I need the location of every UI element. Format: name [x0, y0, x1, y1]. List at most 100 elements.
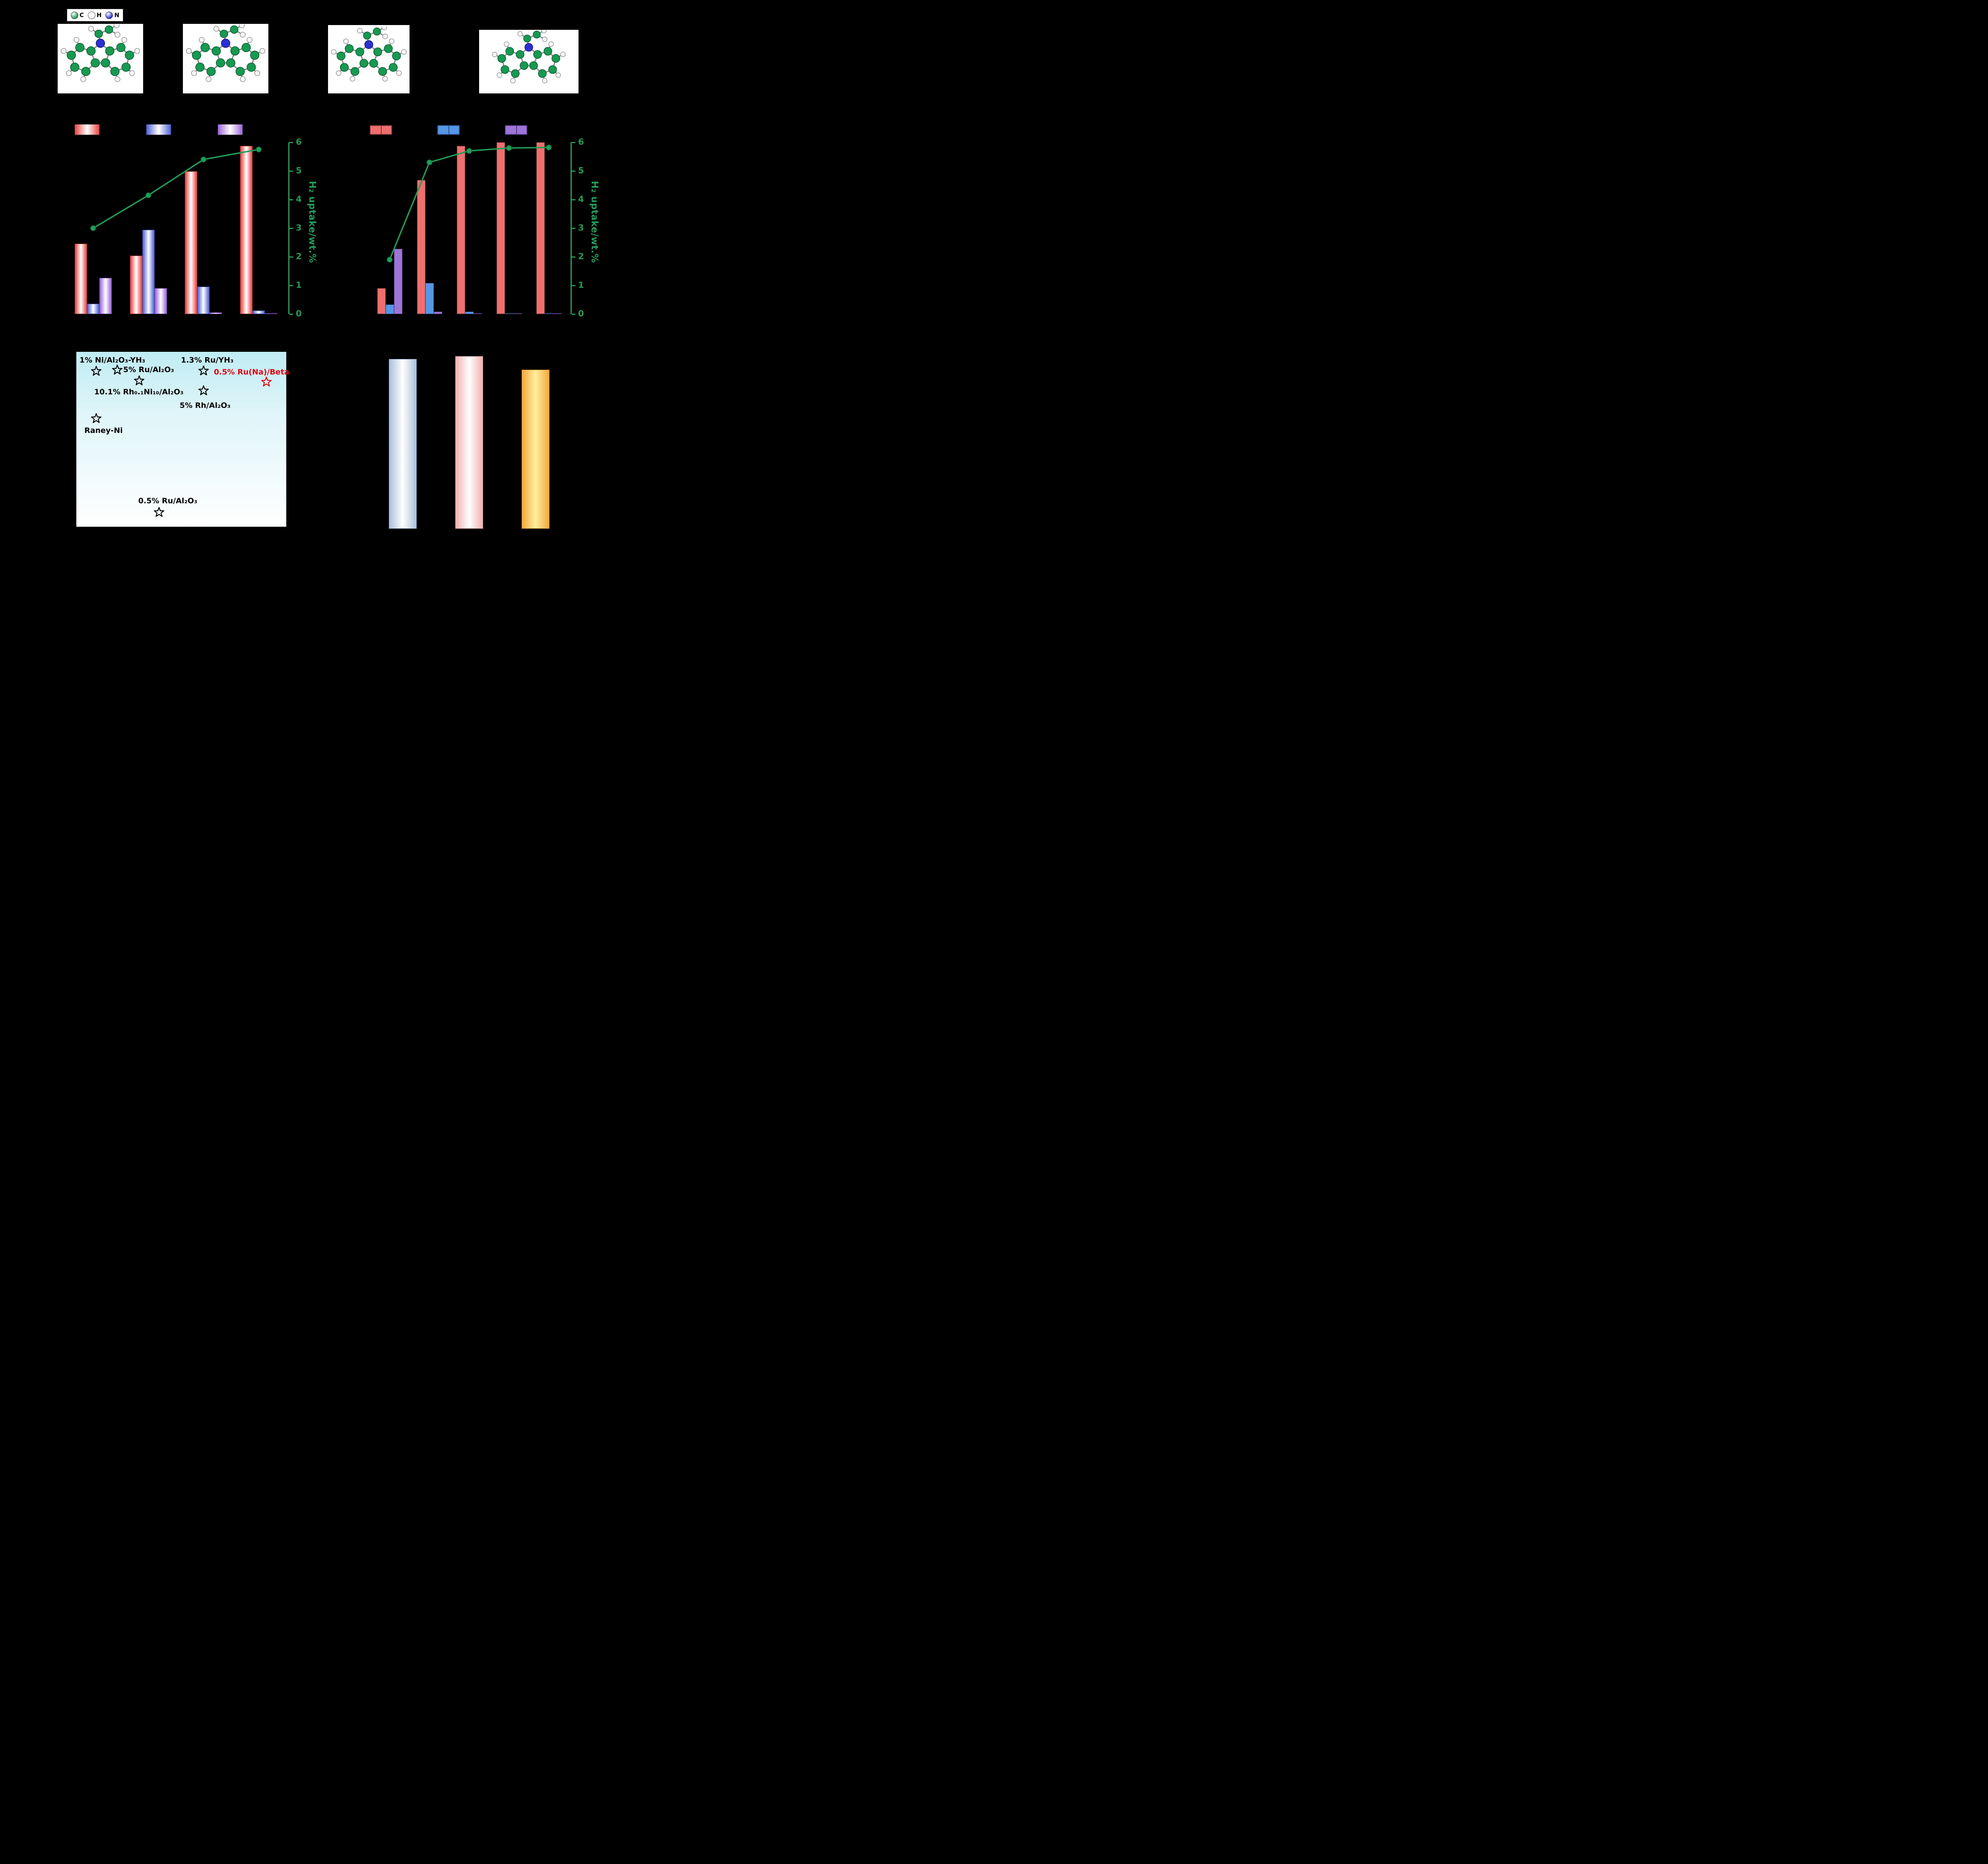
performance-bar-3 — [521, 369, 549, 529]
right-axis-tick-label: 0 — [296, 309, 302, 318]
right-axis-tick — [572, 199, 575, 200]
bar-blue-solid-series-group2 — [425, 283, 434, 314]
atom-legend-hydrogen: H — [87, 11, 102, 19]
right-axis-tick — [289, 285, 293, 286]
bar-blue-gradient-series-group2 — [142, 230, 155, 314]
right-axis-tick-label: 6 — [578, 137, 584, 147]
catalyst-label: 1% Ni/Al₂O₃-YH₃ — [79, 355, 146, 365]
catalyst-star-marker — [261, 376, 272, 387]
right-axis-tick-label: 2 — [296, 252, 302, 261]
catalyst-star-marker — [198, 365, 209, 376]
hydrogen-ball-icon — [87, 11, 95, 19]
bar-red-solid-series-group3 — [456, 145, 465, 314]
bar-purple-solid-series-group4 — [513, 313, 522, 314]
atom-legend-carbon: C — [70, 11, 84, 19]
right-axis-tick — [572, 256, 575, 258]
nitrogen-ball-icon — [105, 11, 113, 19]
legend-swatch-red-gradient — [75, 124, 99, 135]
bar-red-gradient-series-group2 — [130, 256, 142, 314]
right-axis-tick — [572, 142, 575, 143]
right-axis-tick-label: 1 — [296, 280, 302, 290]
catalyst-star-marker — [134, 375, 145, 386]
chart-right-right-axis: 0 1 2 3 4 5 6 — [571, 138, 594, 318]
catalyst-label: 0.5% Ru(Na)/Beta — [214, 367, 289, 376]
legend-swatch-purple-solid — [505, 125, 527, 135]
catalyst-label: 10.1% Rh₀.₁Ni₁₀/Al₂O₃ — [94, 388, 184, 397]
right-axis-tick — [572, 170, 575, 172]
bar-purple-solid-series-group2 — [433, 311, 442, 314]
right-axis-tick-label: 3 — [578, 223, 584, 233]
bar-red-gradient-series-group3 — [185, 171, 198, 314]
atom-legend-nitrogen: N — [105, 11, 120, 19]
right-axis-tick-label: 5 — [578, 166, 584, 175]
bar-purple-gradient-series-group3 — [210, 312, 222, 314]
right-axis-tick — [289, 142, 293, 143]
h2-uptake-line — [90, 146, 262, 231]
molecule-image-4 — [479, 30, 579, 93]
bottom-right-bar-chart — [370, 350, 569, 529]
catalyst-label: 0.5% Ru/Al₂O₃ — [138, 497, 198, 506]
molecule-image-3 — [328, 25, 410, 93]
right-axis-tick — [289, 199, 293, 200]
bar-purple-solid-series-group3 — [473, 313, 482, 314]
molecule-image-1 — [58, 24, 143, 93]
right-axis-tick-label: 1 — [578, 280, 584, 290]
carbon-symbol: C — [79, 12, 84, 19]
chart-right-legend — [370, 125, 527, 135]
right-axis-tick — [572, 285, 575, 286]
right-axis-tick — [289, 170, 293, 172]
bar-red-solid-series-group2 — [417, 180, 425, 314]
catalyst-star-marker — [198, 385, 209, 396]
right-axis-tick — [289, 227, 293, 229]
right-axis-tick-label: 3 — [296, 223, 302, 233]
bar-red-gradient-series-group4 — [240, 145, 253, 314]
nitrogen-symbol: N — [114, 12, 120, 19]
catalyst-star-marker — [91, 413, 102, 423]
catalyst-label: 5% Ru/Al₂O₃ — [123, 365, 174, 374]
right-axis-tick-label: 2 — [578, 252, 584, 261]
right-axis-tick — [289, 313, 293, 315]
bar-blue-gradient-series-group1 — [87, 304, 99, 314]
bar-blue-gradient-series-group4 — [252, 310, 265, 314]
right-axis-tick-label: 0 — [578, 309, 584, 318]
bar-purple-solid-series-group5 — [553, 313, 561, 314]
legend-swatch-purple-gradient — [218, 124, 243, 135]
bar-blue-solid-series-group1 — [385, 305, 394, 314]
chart-left-legend — [75, 124, 243, 135]
bar-red-solid-series-group1 — [377, 288, 386, 314]
bar-red-gradient-series-group1 — [74, 243, 87, 314]
catalyst-star-marker — [91, 366, 102, 376]
chart-right-plot-area — [370, 142, 569, 314]
performance-bar-2 — [455, 356, 483, 529]
bar-red-solid-series-group4 — [496, 142, 505, 314]
right-axis-tick-label: 5 — [296, 166, 302, 175]
catalyst-star-marker — [112, 365, 123, 375]
hydrogen-symbol: H — [96, 12, 102, 19]
right-axis-tick-label: 4 — [296, 194, 302, 204]
right-axis-tick — [289, 256, 293, 258]
right-axis-tick — [572, 313, 575, 315]
chart-left-right-axis-title: H₂ uptake/wt.% — [307, 181, 317, 263]
right-axis-tick — [572, 227, 575, 229]
molecule-image-2 — [183, 24, 268, 93]
legend-swatch-blue-solid — [437, 125, 460, 135]
chart-right-right-axis-title: H₂ uptake/wt.% — [589, 181, 600, 263]
carbon-ball-icon — [70, 11, 78, 19]
figure-canvas: C H N 0 1 2 3 4 5 6 H₂ uptake/wt.% — [0, 0, 611, 561]
bar-purple-solid-series-group1 — [394, 248, 402, 314]
catalyst-label: Raney-Ni — [84, 426, 123, 435]
atom-color-legend: C H N — [67, 9, 123, 21]
catalyst-label: 1.3% Ru/YH₃ — [181, 355, 234, 365]
bar-blue-gradient-series-group3 — [197, 286, 210, 314]
legend-swatch-red-solid — [370, 125, 392, 135]
bar-blue-solid-series-group3 — [465, 311, 474, 314]
right-axis-tick-label: 4 — [578, 194, 584, 204]
chart-combo-right: 0 1 2 3 4 5 6 H₂ uptake/wt.% — [368, 121, 611, 322]
catalyst-star-marker — [153, 507, 165, 517]
performance-bar-1 — [389, 359, 417, 529]
bar-purple-gradient-series-group4 — [265, 313, 278, 314]
bar-red-solid-series-group5 — [536, 142, 545, 314]
